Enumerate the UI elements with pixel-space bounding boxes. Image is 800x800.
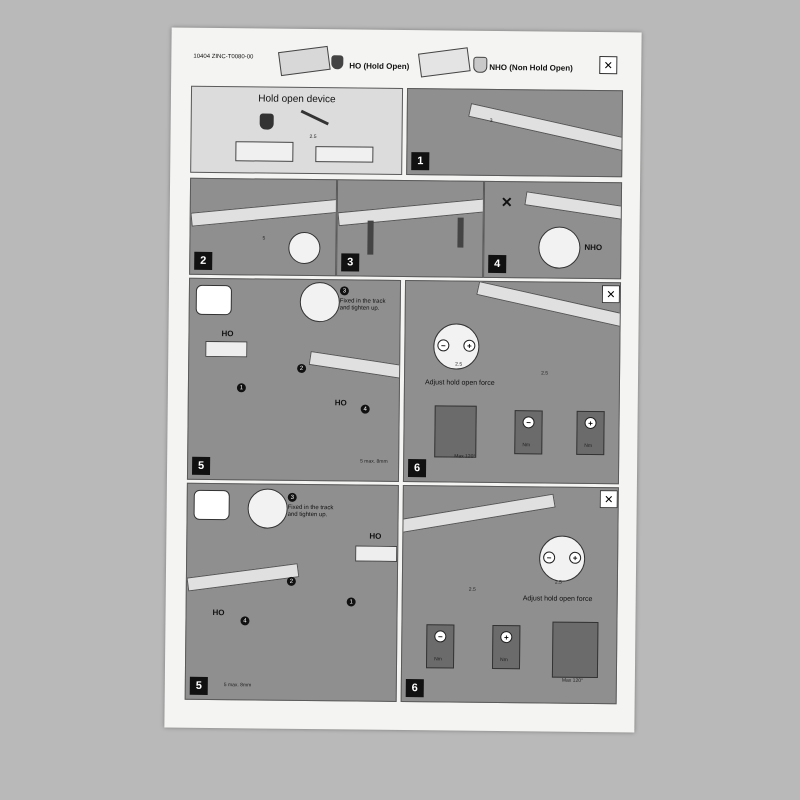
step-6-panel-top: ✕ − + 2.5 2.5 Adjust hold open force Max…	[402, 280, 622, 485]
hold-open-device-panel: Hold open device 2.5	[190, 85, 404, 175]
step-6-panel-bottom: ✕ 2.5 − + 2.5 Adjust hold open force − N…	[400, 485, 619, 705]
callout-3: 3	[339, 286, 349, 296]
ho-part	[205, 340, 248, 358]
minus-icon: −	[437, 339, 450, 352]
fixed-note: Fixed in the track and tighten up.	[339, 298, 386, 312]
minus-icon: −	[434, 630, 447, 643]
rail	[468, 103, 624, 153]
screwdriver-icon	[367, 220, 374, 255]
minus-icon: −	[522, 416, 535, 429]
arrows-icon	[193, 489, 230, 521]
nho-label: NHO (Non Hold Open)	[489, 62, 573, 73]
step-number: 4	[488, 254, 507, 274]
arrows-icon	[195, 284, 232, 316]
mm-note: 5 max. 8mm	[360, 458, 388, 465]
ho-tag-2: HO	[212, 608, 225, 618]
step-5-panel-bottom: 3 Fixed in the track and tighten up. HO …	[184, 482, 399, 702]
allen-key-icon	[300, 109, 329, 126]
rail	[476, 281, 622, 331]
wrench-size-2: 2.5	[541, 370, 549, 377]
wrench-size: 2.5	[468, 586, 476, 593]
ho-block	[235, 141, 294, 162]
step-number: 2	[194, 251, 213, 270]
wrench-size-2: 2.5	[554, 579, 562, 586]
instruction-sheet: 10404 ZINC-T0080-00 HO (Hold Open) NHO (…	[164, 27, 642, 733]
step-5-panel-top: 3 Fixed in the track and tighten up. HO …	[186, 277, 402, 482]
nm-minus: Nm	[522, 442, 531, 449]
rail	[186, 563, 300, 592]
ho-tag: HO	[221, 329, 234, 339]
nho-part-illustration	[417, 47, 471, 78]
remove-x-icon: ✕	[500, 194, 513, 211]
ho-part-illustration	[277, 45, 331, 77]
rail	[524, 191, 623, 221]
callout-1: 1	[236, 383, 246, 393]
step-number: 5	[191, 456, 211, 475]
callout-1: 1	[346, 597, 356, 607]
rail	[190, 198, 338, 227]
plus-icon: +	[569, 551, 582, 564]
nm-plus: Nm	[500, 657, 508, 664]
trash-icon	[288, 231, 321, 265]
wrench-size: 2.5	[455, 361, 463, 368]
magnifier	[247, 488, 288, 529]
document-code: 10404 ZINC-T0080-00	[193, 53, 254, 61]
step-number: 6	[407, 459, 427, 478]
rail	[308, 351, 402, 381]
step-2-panel: 5 2	[189, 177, 338, 277]
step-number: 5	[189, 676, 208, 695]
rail	[400, 493, 556, 534]
cap-icon	[259, 113, 274, 130]
panel-title: Hold open device	[258, 93, 336, 106]
nm-minus: Nm	[434, 656, 442, 663]
step-4-panel: ✕ NHO 4	[483, 180, 623, 280]
ho-cap-icon	[331, 55, 344, 70]
no-tools-icon: ✕	[599, 490, 618, 509]
step-number: 1	[411, 152, 430, 171]
plus-icon: +	[463, 339, 476, 352]
callout-4: 4	[360, 404, 370, 414]
magnifier	[299, 281, 341, 323]
screwdriver-icon-2	[457, 217, 464, 248]
callout-4: 4	[240, 616, 250, 626]
ho-label: HO (Hold Open)	[349, 61, 410, 72]
wrench-size: 2.5	[309, 134, 317, 141]
fixed-note: Fixed in the track and tighten up.	[287, 504, 334, 519]
callout-2: 2	[297, 363, 307, 373]
magnifier	[538, 226, 581, 269]
minus-icon: −	[543, 551, 556, 564]
callout-3: 3	[287, 492, 297, 502]
step-3-panel: 3	[336, 179, 485, 278]
adjust-label: Adjust hold open force	[424, 379, 495, 387]
door-max	[551, 621, 599, 679]
max-angle: Max 120°	[454, 453, 476, 460]
no-tools-icon: ✕	[599, 56, 618, 75]
step-1-panel: 3 1	[406, 88, 624, 178]
nho-block	[315, 146, 374, 163]
max-angle: Max 120°	[561, 677, 584, 684]
door-max	[434, 405, 477, 458]
step-number: 6	[405, 679, 424, 698]
ho-part	[355, 545, 398, 562]
ho-tag: HO	[369, 531, 382, 541]
adjust-label: Adjust hold open force	[522, 595, 593, 603]
step2-mark: 5	[262, 235, 266, 242]
nm-plus: Nm	[584, 442, 593, 449]
nho-tag: NHO	[584, 242, 603, 253]
callout-2: 2	[286, 576, 296, 586]
plus-icon: +	[584, 416, 597, 430]
plus-icon: +	[500, 631, 513, 644]
step1-mark: 3	[489, 117, 493, 124]
nho-cap-icon	[473, 56, 488, 73]
no-tools-icon: ✕	[601, 285, 621, 304]
ho-tag-2: HO	[334, 398, 347, 408]
step-number: 3	[341, 253, 360, 272]
mm-note: 5 max. 8mm	[223, 682, 252, 689]
